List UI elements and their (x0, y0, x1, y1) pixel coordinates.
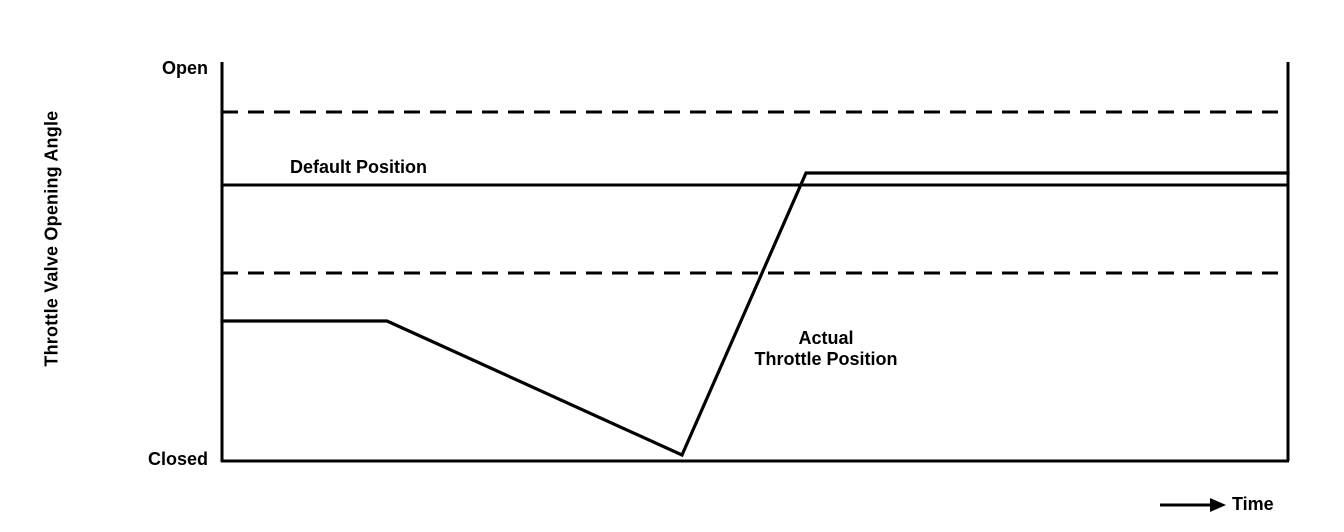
y-tick-label-open: Open (161, 58, 208, 78)
x-axis-label-time: Time (1232, 494, 1274, 514)
time-arrow-icon (1160, 498, 1226, 512)
y-tick-label-closed: Closed (147, 449, 208, 469)
actual-throttle-position-line (220, 171, 1290, 458)
y-axis-label: Throttle Valve Opening Angle (41, 110, 62, 367)
actual-throttle-annotation-line2: Throttle Position (754, 349, 898, 370)
default-position-annotation: Default Position (290, 157, 428, 177)
actual-throttle-position-annotation: Actual Throttle Position (726, 328, 926, 370)
actual-throttle-annotation-line1: Actual (798, 328, 854, 348)
